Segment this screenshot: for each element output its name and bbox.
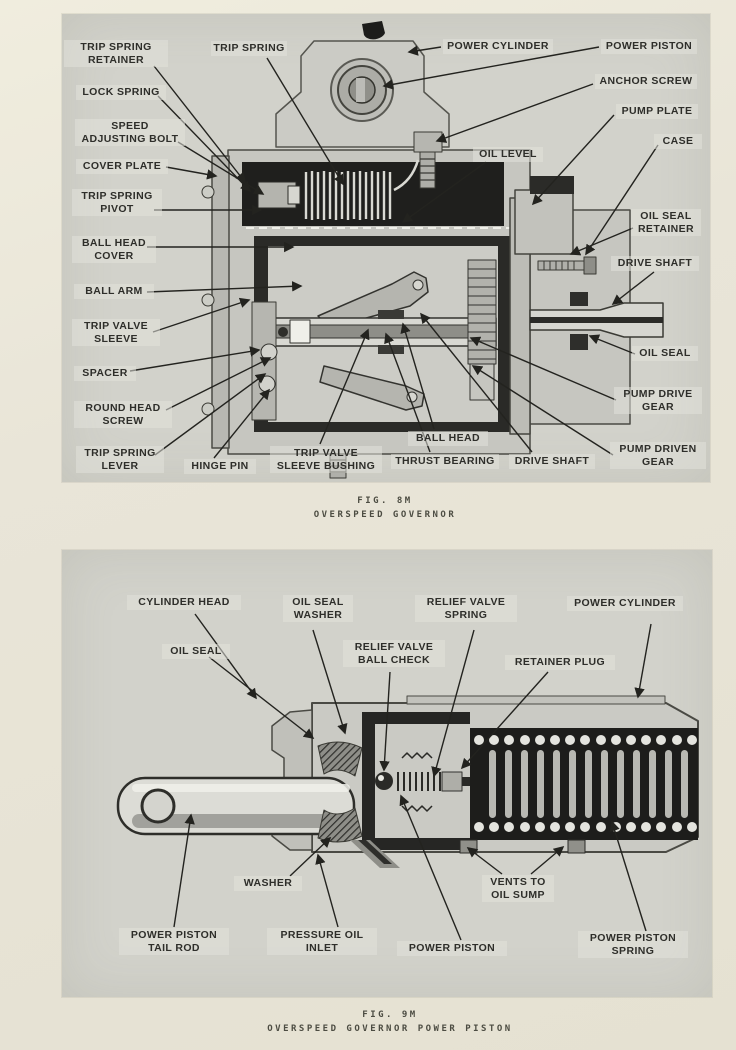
label-retainer-plug: RETAINER PLUG	[505, 655, 615, 670]
label-speed-adjusting-bolt: SPEED ADJUSTING BOLT	[75, 119, 185, 146]
arrow-pump-plate	[531, 114, 615, 206]
arrow-oil-level	[401, 161, 487, 223]
arrow-spacer	[129, 346, 261, 372]
arrow-power-cylinder	[407, 45, 442, 56]
arrow-oil-seal	[208, 656, 315, 739]
arrow-oil-seal-washer	[312, 629, 348, 735]
overspeed-governor-drawing	[129, 21, 664, 479]
arrow-power-piston-tail-rod	[173, 813, 195, 928]
fig9m-leader-arrows	[173, 613, 652, 941]
power-piston-drawing	[116, 613, 699, 941]
arrow-drive-shaft-bottom	[420, 312, 533, 453]
arrow-speed-adjusting-bolt	[177, 141, 265, 195]
label-drive-shaft-right: DRIVE SHAFT	[611, 256, 699, 271]
arrow-power-cylinder	[634, 623, 652, 699]
label-thrust-bearing: THRUST BEARING	[391, 454, 499, 469]
arrow-pump-drive-gear	[469, 336, 617, 401]
arrow-trip-spring-retainer	[153, 65, 246, 184]
label-drive-shaft-bottom: DRIVE SHAFT	[509, 454, 595, 469]
spring-coils	[489, 750, 688, 818]
arrow-anchor-screw	[435, 83, 594, 143]
label-vents-to-oil-sump: VENTS TO OIL SUMP	[482, 875, 554, 902]
label-trip-valve-sleeve-bushing: TRIP VALVE SLEEVE BUSHING	[270, 446, 382, 473]
arrow-washer	[289, 836, 332, 877]
arrow-trip-spring	[266, 57, 344, 186]
arrow-round-head-screw	[165, 357, 272, 411]
label-oil-seal-washer: OIL SEAL WASHER	[283, 595, 353, 622]
label-ball-arm: BALL ARM	[74, 284, 154, 299]
arrow-pressure-oil-inlet	[315, 853, 339, 928]
fig8m-caption: FIG. 8M OVERSPEED GOVERNOR	[313, 496, 457, 520]
arrow-pump-driven-gear	[471, 365, 614, 456]
arrow-ball-arm	[146, 281, 303, 293]
arrow-cover-plate	[165, 166, 218, 180]
arrow-oil-seal-right	[588, 334, 636, 355]
label-ball-head: BALL HEAD	[408, 431, 488, 446]
arrow-hinge-pin	[213, 388, 270, 459]
label-lock-spring: LOCK SPRING	[76, 85, 166, 100]
label-oil-seal: OIL SEAL	[162, 644, 230, 659]
arrow-oil-seal-retainer	[569, 227, 634, 256]
label-relief-valve-ball-check: RELIEF VALVE BALL CHECK	[343, 640, 445, 667]
label-trip-spring-retainer: TRIP SPRING RETAINER	[64, 40, 168, 67]
label-trip-spring-pivot: TRIP SPRING PIVOT	[72, 189, 162, 216]
label-ball-head-cover: BALL HEAD COVER	[72, 236, 156, 263]
label-power-cylinder: POWER CYLINDER	[567, 596, 683, 611]
label-cover-plate: COVER PLATE	[76, 159, 168, 174]
arrow-trip-valve-sleeve-bushing	[319, 328, 370, 445]
arrow-retainer-plug	[460, 671, 549, 770]
arrow-power-piston	[382, 46, 600, 90]
arrow-trip-valve-sleeve	[152, 297, 251, 333]
label-cylinder-head: CYLINDER HEAD	[127, 595, 241, 610]
label-hinge-pin: HINGE PIN	[184, 459, 256, 474]
label-power-piston-tail-rod: POWER PISTON TAIL ROD	[119, 928, 229, 955]
arrow-vents-right	[530, 845, 565, 875]
arrow-trip-spring-lever	[154, 373, 267, 456]
label-power-piston-spring: POWER PISTON SPRING	[578, 931, 688, 958]
arrow-vents-left	[466, 847, 503, 875]
arrow-power-piston-spring	[609, 820, 647, 932]
arrow-lock-spring	[157, 95, 252, 193]
arrow-ball-head	[400, 322, 435, 430]
label-power-piston: POWER PISTON	[601, 39, 697, 54]
fig9m-panel: CYLINDER HEAD OIL SEAL WASHER RELIEF VAL…	[62, 550, 712, 997]
label-relief-valve-spring: RELIEF VALVE SPRING	[415, 595, 517, 622]
label-oil-seal-retainer: OIL SEAL RETAINER	[631, 209, 701, 236]
label-case: CASE	[654, 134, 702, 149]
arrow-drive-shaft-right	[611, 271, 655, 305]
label-washer: WASHER	[234, 876, 302, 891]
arrow-relief-valve-ball-check	[379, 671, 391, 772]
label-round-head-screw: ROUND HEAD SCREW	[74, 401, 172, 428]
label-spacer: SPACER	[74, 366, 136, 381]
arrow-case	[585, 144, 659, 256]
vent-holes-bottom	[474, 822, 697, 832]
arrow-power-piston	[399, 794, 462, 941]
label-oil-level: OIL LEVEL	[473, 147, 543, 162]
label-trip-spring-lever: TRIP SPRING LEVER	[76, 446, 164, 473]
label-oil-seal-right: OIL SEAL	[632, 346, 698, 361]
label-pressure-oil-inlet: PRESSURE OIL INLET	[267, 928, 377, 955]
label-power-piston: POWER PISTON	[397, 941, 507, 956]
arrow-relief-valve-spring	[431, 629, 475, 778]
piston-cutaway	[116, 695, 699, 868]
label-trip-valve-sleeve: TRIP VALVE SLEEVE	[72, 319, 160, 346]
label-pump-plate: PUMP PLATE	[616, 104, 698, 119]
fig9m-caption: FIG. 9M OVERSPEED GOVERNOR POWER PISTON	[267, 1010, 513, 1034]
label-power-cylinder: POWER CYLINDER	[443, 39, 553, 54]
vent-holes-top	[474, 735, 697, 745]
label-pump-driven-gear: PUMP DRIVEN GEAR	[610, 442, 706, 469]
label-anchor-screw: ANCHOR SCREW	[595, 74, 697, 89]
governor-cutaway	[201, 21, 664, 479]
fig8m-panel: TRIP SPRING RETAINER TRIP SPRING POWER C…	[62, 14, 710, 482]
label-trip-spring: TRIP SPRING	[211, 41, 287, 56]
label-pump-drive-gear: PUMP DRIVE GEAR	[614, 387, 702, 414]
